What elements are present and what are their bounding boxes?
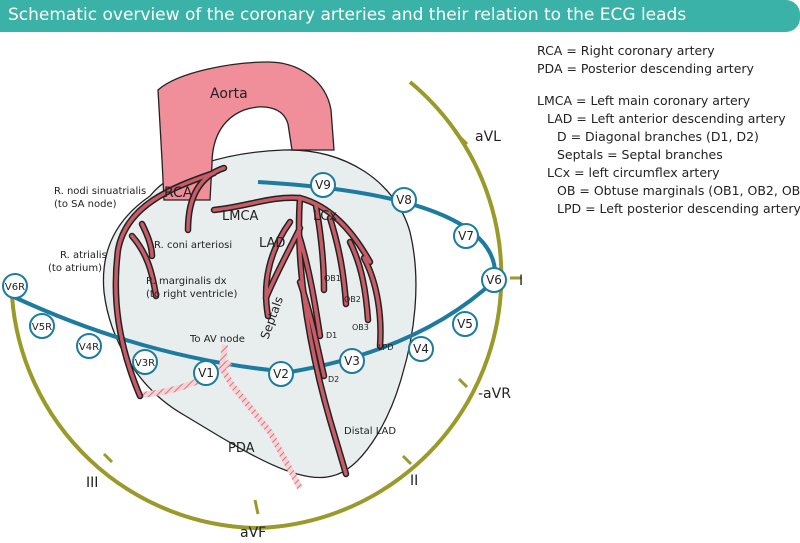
lead-node-v8 (391, 187, 417, 213)
d2-label: D2 (328, 375, 339, 384)
lead-node-v5r (29, 313, 55, 339)
legend-item-pda: PDA = Posterior descending artery (537, 61, 754, 76)
limb-lead-ticks (102, 130, 521, 515)
r-coni-label: R. coni arteriosi (154, 240, 232, 251)
lead-node-v4 (408, 336, 434, 362)
lead-node-v1 (193, 360, 219, 386)
lead-label-v9: V9 (315, 178, 331, 192)
lmca-label: LMCA (222, 209, 259, 224)
lead-label-v6: V6 (486, 273, 502, 287)
r-atrialis-label: R. atrialis (60, 250, 107, 261)
av-node-branch (139, 359, 232, 398)
lead-iii-label: III (86, 475, 98, 491)
lead-node-v7 (453, 223, 479, 249)
lead-node-v3r (132, 349, 158, 375)
distal-lad-label: Distal LAD (344, 426, 396, 437)
lead-node-v9 (310, 172, 336, 198)
lead-node-v2 (268, 361, 294, 387)
lad-label: LAD (259, 236, 285, 251)
lead-label-v2: V2 (273, 367, 289, 381)
lead-label-v1: V1 (198, 366, 214, 380)
lead-node-v3 (339, 348, 365, 374)
r-nodi-label: R. nodi sinuatrialis (54, 186, 146, 197)
legend-item-lmca: LMCA = Left main coronary artery (537, 93, 751, 108)
lead-node-v6 (481, 267, 507, 293)
lcx-label: LCx (313, 209, 337, 224)
coronary-arteries-fill (114, 166, 383, 476)
legend-item-diagonal: D = Diagonal branches (D1, D2) (557, 129, 759, 144)
r-nodi-sub-label: (to SA node) (54, 199, 117, 210)
legend-item-lcx: LCx = left circumflex artery (547, 165, 720, 180)
legend-item-lpd: LPD = Left posterior descending artery (557, 201, 800, 216)
pda-artery (218, 344, 303, 490)
r-marginalis-label: R. marginalis dx (146, 276, 227, 287)
abbreviation-legend: RCA = Right coronary artery PDA = Poster… (537, 42, 800, 218)
legend-item-lad: LAD = Left anterior descending artery (547, 111, 786, 126)
lead-node-v4r (76, 333, 102, 359)
ob3-label: OB3 (352, 323, 369, 332)
legend-item-rca: RCA = Right coronary artery (537, 43, 715, 58)
lead-label-v7: V7 (458, 229, 474, 243)
lead-label-v3r: V3R (135, 358, 155, 369)
limb-lead-arc (10, 80, 504, 531)
r-marginalis-sub-label: (to right ventricle) (146, 289, 237, 300)
lead-label-v4r: V4R (79, 342, 99, 353)
lead-avf-label: aVF (240, 525, 266, 541)
lpd-label: LPD (378, 343, 393, 352)
lead-label-v3: V3 (344, 354, 360, 368)
rca-label: RCA (164, 185, 193, 201)
to-av-node-label: To AV node (189, 334, 245, 345)
lead-node-v5 (452, 311, 478, 337)
lead-avl-label: aVL (475, 129, 501, 145)
legend-item-septals: Septals = Septal branches (557, 147, 723, 162)
lead-label-v8: V8 (396, 193, 412, 207)
title-banner: Schematic overview of the coronary arter… (0, 0, 800, 32)
lead-label-v5r: V5R (32, 322, 52, 333)
pda-label: PDA (228, 441, 255, 456)
page-title: Schematic overview of the coronary arter… (8, 5, 687, 25)
lead-label-v5: V5 (457, 317, 473, 331)
legend-item-ob: OB = Obtuse marginals (OB1, OB2, OB3) (557, 183, 800, 198)
aorta-label: Aorta (210, 86, 248, 102)
lead-ii-label: II (410, 473, 418, 489)
lead-node-v6r (2, 273, 28, 299)
ob1-label: OB1 (324, 274, 341, 283)
lead-label-v4: V4 (413, 342, 429, 356)
aorta (157, 61, 335, 201)
lead-label-v6r: V6R (5, 282, 25, 293)
lead-avr-label: -aVR (478, 386, 511, 402)
ob2-label: OB2 (344, 295, 361, 304)
d1-label: D1 (326, 331, 337, 340)
r-atrialis-sub-label: (to atrium) (48, 263, 102, 274)
lead-i-label: I (519, 273, 523, 289)
